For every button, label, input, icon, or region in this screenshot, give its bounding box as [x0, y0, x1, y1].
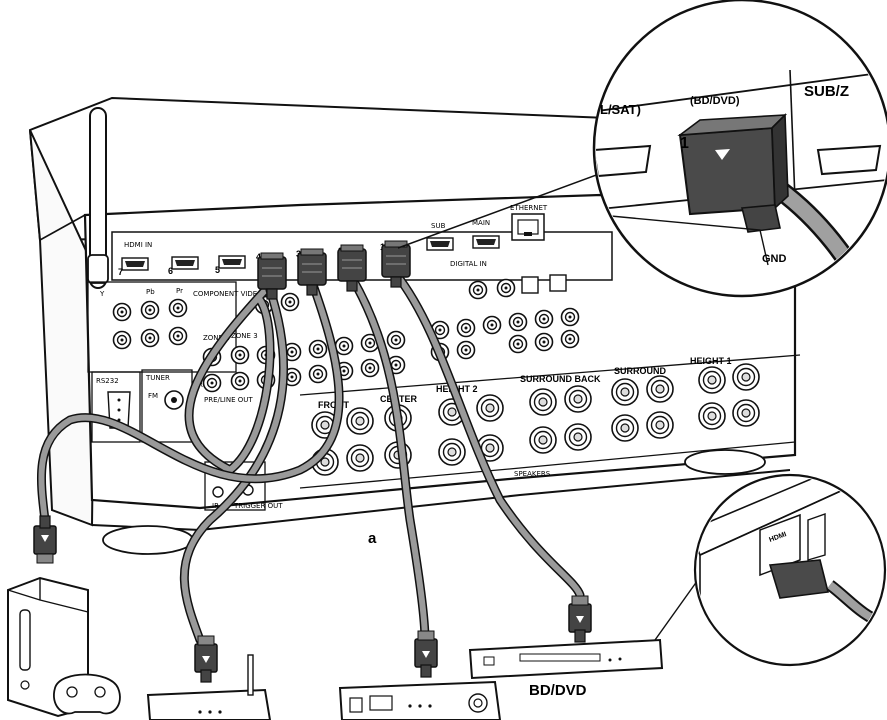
ethernet-label: ETHERNET: [510, 204, 548, 212]
fm-antenna-jack[interactable]: [164, 390, 184, 410]
surround-label: SURROUND: [614, 366, 667, 376]
ir-jack[interactable]: [212, 486, 224, 498]
y-label: Y: [99, 290, 105, 298]
hdmi-cables: [36, 269, 585, 645]
rs232-label: RS232: [96, 377, 119, 385]
hdmi-out-main[interactable]: [426, 237, 454, 251]
wifi-antenna: [87, 107, 109, 289]
svg-text:6: 6: [168, 266, 173, 276]
receiver-foot: [684, 449, 766, 475]
bd-dvd-label: BD/DVD: [529, 682, 587, 699]
bd-dvd-player: [468, 638, 664, 680]
digital-in-optical[interactable]: [521, 274, 567, 294]
component-video-label: COMPONENT VIDEO IN: [193, 290, 272, 298]
receiver-foot: [102, 525, 194, 555]
ethernet-port[interactable]: [511, 213, 545, 241]
zoom-sub-label: SUB/Z: [804, 83, 849, 100]
zoom-hdmi-plug: [677, 113, 789, 233]
trigger-out-label: TRIGGER OUT: [233, 502, 283, 510]
front-label: FRONT: [318, 400, 349, 410]
zoom-sat-label: L/SAT): [600, 102, 641, 117]
speakers-label: SPEAKERS: [514, 470, 551, 478]
digital-in-label: DIGITAL IN: [450, 260, 487, 268]
fm-label: FM: [148, 392, 158, 400]
svg-text:5: 5: [215, 265, 220, 275]
game-controller: [53, 673, 121, 715]
zoom-hdmi-plug-device: [768, 559, 829, 599]
pr-label: Pr: [176, 287, 183, 295]
zoom-input-number: 1: [680, 135, 689, 152]
zone3-label: ZONE 3: [231, 332, 258, 340]
hdmi-out-sub[interactable]: [472, 235, 500, 249]
hdmi-input-5[interactable]: 5: [215, 255, 246, 275]
tuner-label: TUNER: [145, 374, 170, 382]
hdmi-input-7[interactable]: 7: [118, 257, 149, 277]
surround-back-label: SURROUND BACK: [520, 374, 601, 384]
zoom-hdmi-port-sat: [596, 144, 652, 178]
zoom-hdmi-port-sub: [816, 144, 882, 176]
preline-out-label: PRE/LINE OUT: [204, 396, 253, 404]
zoom-bd-dvd-label: (BD/DVD): [690, 95, 740, 107]
main-label: MAIN: [472, 219, 490, 227]
set-top-box: [338, 680, 502, 720]
sub-label: SUB: [431, 222, 446, 230]
pb-label: Pb: [146, 288, 155, 296]
network-router: [146, 654, 272, 720]
hdmi-input-6[interactable]: 6: [168, 256, 199, 276]
zoom-hdmi-port-device: [807, 513, 826, 561]
zone2-label: ZONE 2: [203, 334, 230, 342]
receiver-side-panel: [29, 129, 97, 527]
callout-letter: a: [368, 530, 377, 547]
hdmi-input-1-zoom-callout: L/SAT) (BD/DVD) SUB/Z 1 GND: [397, 0, 887, 298]
ir-label: IR: [212, 502, 219, 510]
svg-text:7: 7: [118, 267, 123, 277]
height1-label: HEIGHT 1: [690, 356, 732, 366]
bd-dvd-hdmi-zoom-callout: HDMI: [654, 473, 887, 667]
zoom-gnd-label: GND: [762, 253, 787, 265]
hdmi-in-label: HDMI IN: [124, 241, 152, 249]
